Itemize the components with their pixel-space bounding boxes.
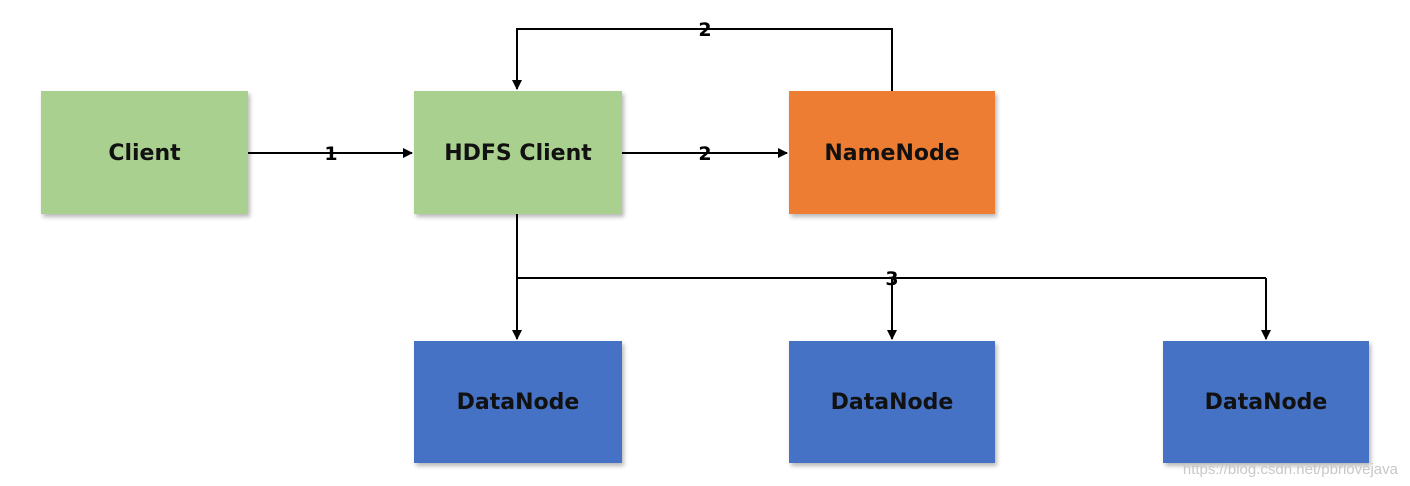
node-client: Client [41,91,248,214]
node-datanode-1-label: DataNode [457,390,580,415]
node-datanode-3-box [1163,341,1369,463]
node-hdfs-client-box [414,91,622,214]
node-datanode-1-box [414,341,622,463]
node-datanode-2-box [789,341,995,463]
node-datanode-2: DataNode [789,341,995,463]
edge-namenode-to-hdfs-client [512,28,893,91]
node-datanode-1: DataNode [414,341,622,463]
node-namenode-label: NameNode [824,141,959,166]
node-hdfs-client: HDFS Client [414,91,622,214]
node-datanode-3-label: DataNode [1205,390,1328,415]
node-hdfs-client-label: HDFS Client [444,141,592,166]
node-namenode: NameNode [789,91,995,214]
node-client-box [41,91,248,214]
node-datanode-3: DataNode [1163,341,1369,463]
node-datanode-2-label: DataNode [831,390,954,415]
edge-label-2-top: 2 [698,19,711,41]
edge-label-3: 3 [885,268,898,290]
watermark-url: https://blog.csdn.net/pbrlovejava [1182,461,1398,478]
node-namenode-box [789,91,995,214]
connectors [248,28,1271,340]
node-client-label: Client [108,141,181,166]
edge-label-1: 1 [324,143,337,165]
edge-label-2-right: 2 [698,143,711,165]
